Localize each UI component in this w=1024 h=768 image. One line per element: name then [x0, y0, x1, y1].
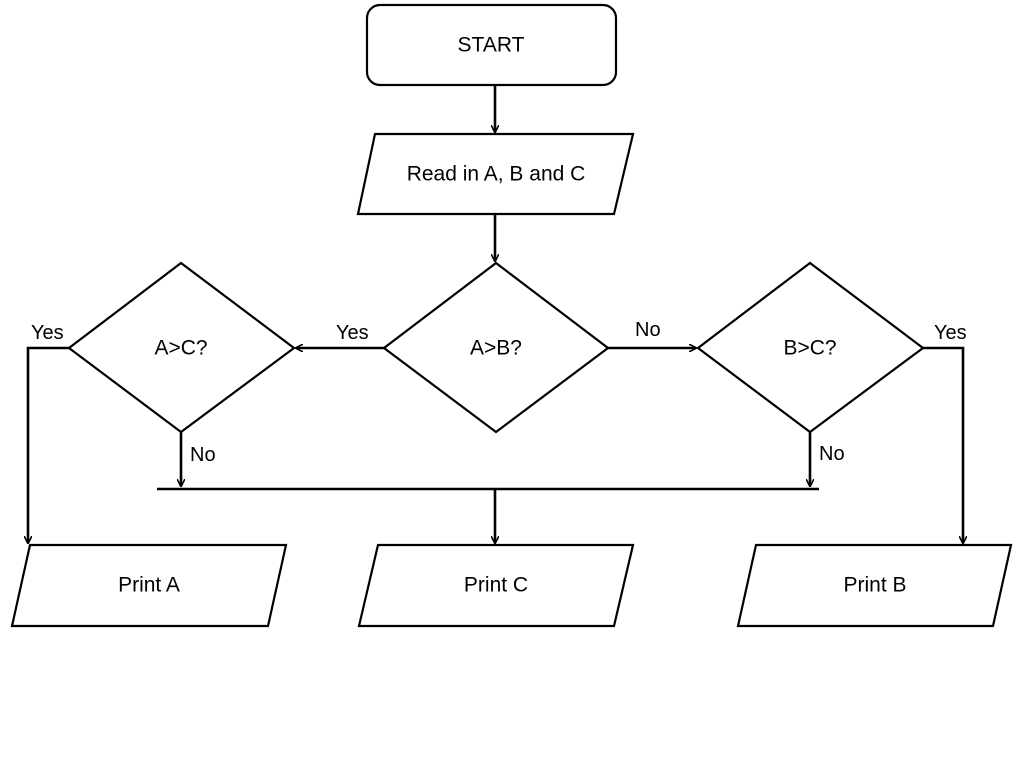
print-c-node: Print C — [357, 543, 635, 628]
edge-label-bc-no: No — [819, 443, 845, 465]
decision-ac-label: A>C? — [154, 337, 207, 360]
decision-bc-node: B>C? — [696, 261, 925, 434]
connector-bc-yes-to-print-b — [923, 346, 963, 543]
print-a-node: Print A — [10, 543, 288, 628]
decision-ac-node: A>C? — [67, 261, 296, 434]
edge-label-ab-no: No — [635, 319, 661, 341]
read-input-label: Read in A, B and C — [407, 163, 586, 186]
edge-label-ac-no: No — [190, 444, 216, 466]
edge-label-ac-yes: Yes — [31, 322, 64, 344]
decision-bc-label: B>C? — [783, 337, 836, 360]
edge-label-bc-yes: Yes — [934, 322, 967, 344]
print-c-label: Print C — [464, 574, 528, 597]
print-a-label: Print A — [118, 574, 180, 597]
start-label: START — [458, 34, 525, 57]
decision-ab-node: A>B? — [382, 261, 610, 434]
print-b-label: Print B — [843, 574, 906, 597]
read-input-node: Read in A, B and C — [356, 132, 635, 216]
edge-label-ab-yes: Yes — [336, 322, 369, 344]
print-b-node: Print B — [736, 543, 1013, 628]
start-node: START — [365, 3, 618, 87]
connector-ac-yes-to-print-a — [28, 346, 69, 543]
decision-ab-label: A>B? — [470, 337, 522, 360]
